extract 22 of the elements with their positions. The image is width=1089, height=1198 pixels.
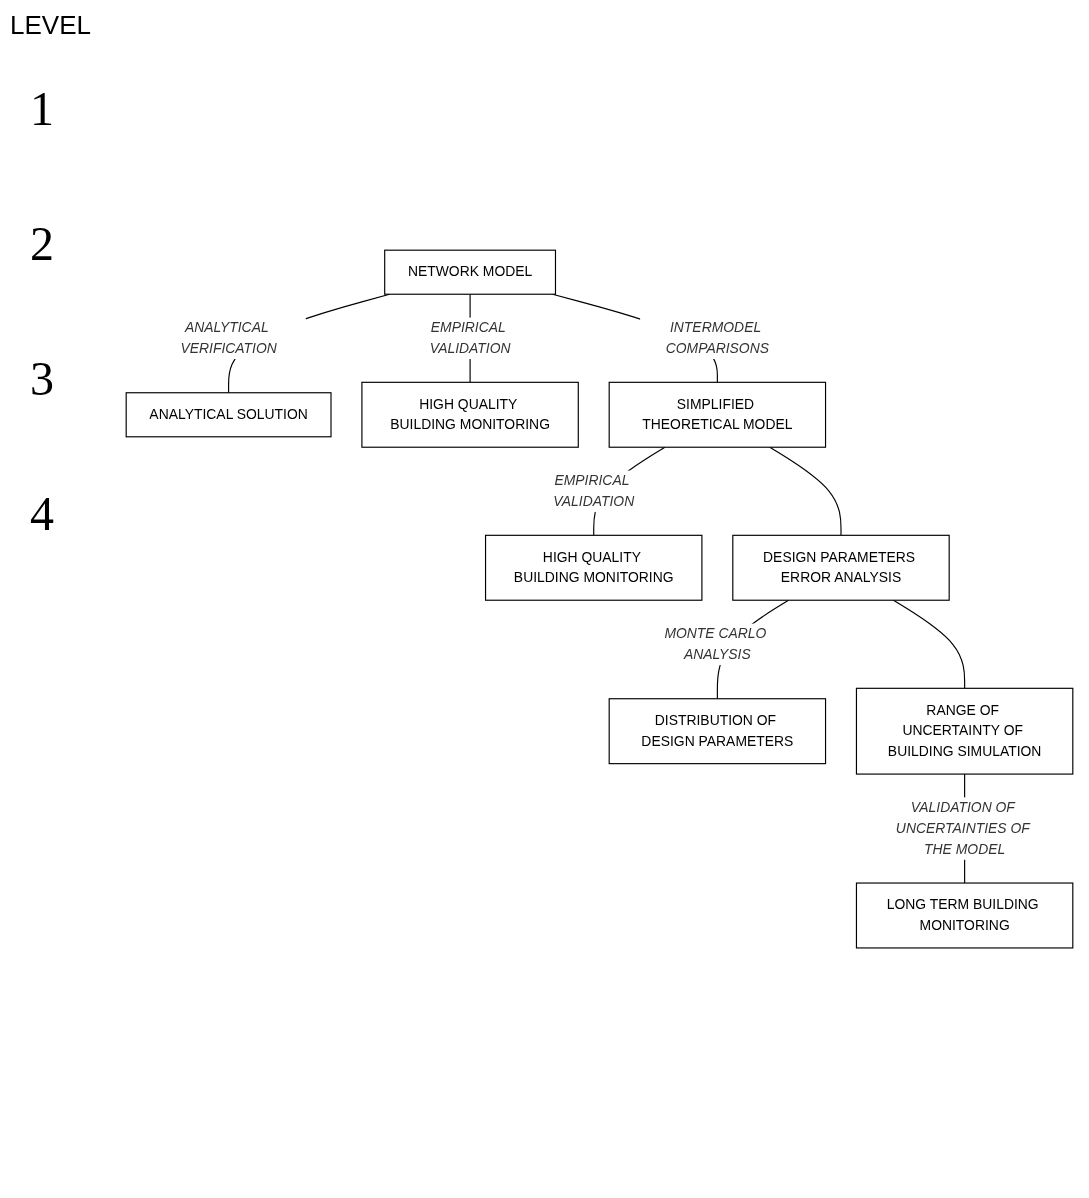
level-number: 2 <box>30 216 55 271</box>
node-box: HIGH QUALITY BUILDING MONITORING <box>484 534 703 601</box>
node-box: DISTRIBUTION OF DESIGN PARAMETERS <box>608 698 827 765</box>
level-number: 3 <box>30 351 55 406</box>
edge-label: MONTE CARLO ANALYSIS <box>664 625 767 662</box>
node-box: RANGE OF UNCERTAINTY OF BUILDING SIMULATION <box>855 687 1074 775</box>
node-box: SIMPLIFIED THEORETICAL MODEL <box>608 381 827 448</box>
edge-label: ANALYTICAL VERIFICATION <box>180 319 277 356</box>
node-box: HIGH QUALITY BUILDING MONITORING <box>361 381 579 448</box>
edge-label: EMPIRICAL VALIDATION <box>429 319 511 356</box>
edge-label: EMPIRICAL VALIDATION <box>553 472 635 509</box>
axis-title: LEVEL <box>10 10 92 41</box>
node-box: ANALYTICAL SOLUTION <box>125 392 332 438</box>
edge-label: INTERMODEL COMPARISONS <box>665 319 770 356</box>
node-box: NETWORK MODEL <box>384 249 557 295</box>
connector <box>892 599 966 689</box>
level-number: 4 <box>30 486 55 541</box>
connector <box>769 446 842 536</box>
edge-label: VALIDATION OF UNCERTAINTIES OF THE MODEL <box>895 799 1030 857</box>
level-number: 1 <box>30 81 55 136</box>
node-box: DESIGN PARAMETERS ERROR ANALYSIS <box>732 534 950 601</box>
node-box: LONG TERM BUILDING MONITORING <box>855 882 1074 949</box>
